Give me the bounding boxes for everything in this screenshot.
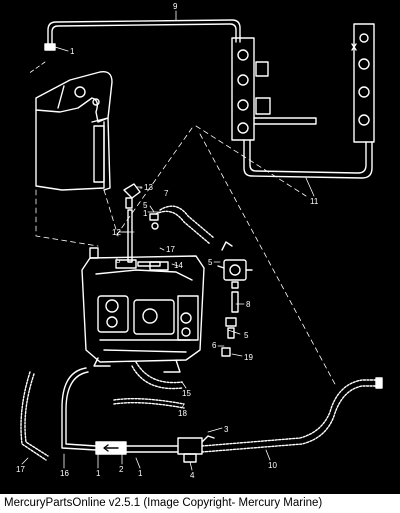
hose-10 xyxy=(201,379,377,453)
callout-17-upper: 17 xyxy=(166,245,175,254)
strap-17-upper xyxy=(137,261,161,267)
hose-connector xyxy=(125,445,179,453)
hose-17 xyxy=(20,371,49,461)
callout-5-lower: 5 xyxy=(244,331,249,340)
callout-6: 6 xyxy=(212,341,217,350)
fitting-13 xyxy=(121,183,143,263)
callout-10: 10 xyxy=(268,461,277,470)
callout-1-top: 1 xyxy=(70,47,75,56)
fitting-5-upper xyxy=(149,213,159,230)
guide-dashed-4 xyxy=(195,125,307,197)
fuel-module xyxy=(81,247,205,373)
callout-8: 8 xyxy=(246,300,251,309)
callout-5-upper: 5 xyxy=(143,201,148,210)
callout-13: 13 xyxy=(144,183,153,192)
leader-dashed-3 xyxy=(103,189,119,237)
mounting-bracket xyxy=(35,71,113,191)
callout-12: 12 xyxy=(112,228,121,237)
callout-11: 11 xyxy=(310,197,319,206)
hose-10-end xyxy=(375,377,383,389)
callout-1-mid: 1 xyxy=(143,209,148,218)
callout-3: 3 xyxy=(224,425,229,434)
callout-4: 4 xyxy=(190,471,195,480)
leader-dashed-1 xyxy=(27,61,46,75)
hose-15 xyxy=(131,361,183,390)
inline-filter-2 xyxy=(95,441,127,455)
leader-dashed-2 xyxy=(35,189,99,247)
guide-dashed-6 xyxy=(199,133,337,387)
callout-2: 2 xyxy=(119,465,124,474)
callout-19: 19 xyxy=(244,353,253,362)
callout-7: 7 xyxy=(164,189,169,198)
callout-5-pump: 5 xyxy=(208,258,213,267)
callout-9: 9 xyxy=(173,2,178,11)
callouts: 9 1 11 13 7 5 1 12 17 5 14 5 8 5 6 19 15… xyxy=(16,2,319,480)
callout-1-lower-left: 1 xyxy=(96,469,101,478)
callout-17-lower: 17 xyxy=(16,465,25,474)
callout-1-lower-right: 1 xyxy=(138,469,143,478)
callout-14: 14 xyxy=(174,261,183,270)
callout-5-left: 5 xyxy=(116,256,121,265)
rear-frame xyxy=(231,23,375,197)
fuel-pump xyxy=(217,241,253,357)
hose-7 xyxy=(155,205,215,245)
callout-15: 15 xyxy=(182,389,191,398)
callout-16: 16 xyxy=(60,469,69,478)
fitting-1-top xyxy=(44,43,69,52)
callout-18: 18 xyxy=(178,409,187,418)
hose-9 xyxy=(47,10,241,45)
leader-lines xyxy=(21,187,271,471)
hose-16 xyxy=(61,367,97,451)
hose-18 xyxy=(113,397,185,409)
copyright-caption: MercuryPartsOnline v2.5.1 (Image Copyrig… xyxy=(0,494,400,513)
